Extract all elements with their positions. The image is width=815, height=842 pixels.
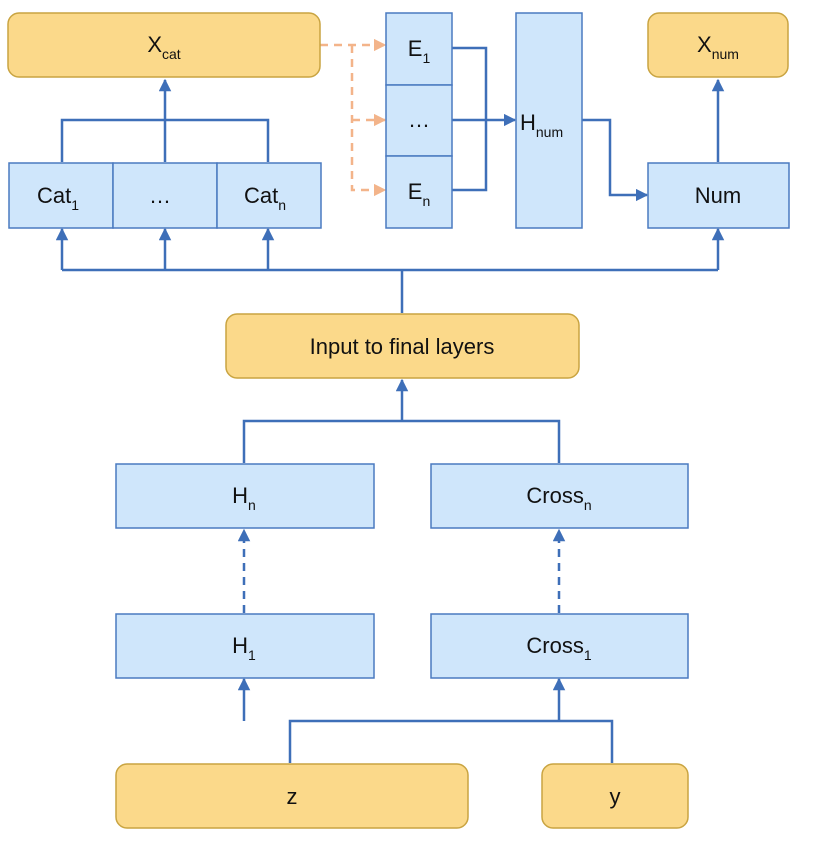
x-cat-label: X <box>147 32 162 57</box>
svg-text:Catn: Catn <box>244 183 286 213</box>
e1-label: E <box>408 36 423 61</box>
svg-text:Xcat: Xcat <box>147 32 180 62</box>
crossn-subscript: n <box>584 497 592 513</box>
svg-text:H1: H1 <box>232 633 256 663</box>
svg-text:Hn: Hn <box>232 483 256 513</box>
node-h-num: Hnum <box>515 12 583 229</box>
node-crossn: Crossn <box>430 463 689 529</box>
h-num-label: H <box>520 110 536 135</box>
xcat-to-emid-arrow <box>350 45 387 197</box>
z-label: z <box>287 784 298 809</box>
catn-subscript: n <box>278 197 286 213</box>
node-catn: Catn <box>216 162 322 229</box>
node-x-cat: Xcat <box>7 12 321 78</box>
svg-text:Hnum: Hnum <box>520 110 563 140</box>
h1-label: H <box>232 633 248 658</box>
h-num-subscript: num <box>536 124 563 140</box>
e-mid-label: … <box>408 107 430 132</box>
cat1-subscript: 1 <box>71 197 79 213</box>
zy-bus <box>288 719 614 763</box>
y-label: y <box>610 784 621 809</box>
node-cross1: Cross1 <box>430 613 689 679</box>
node-num: Num <box>647 162 790 229</box>
hnum-to-num-arrow <box>582 118 649 202</box>
node-e1: E1 <box>385 12 453 86</box>
en-subscript: n <box>422 193 430 209</box>
x-num-label: X <box>697 32 712 57</box>
e1-subscript: 1 <box>422 50 430 66</box>
node-e-mid: … <box>385 84 453 157</box>
svg-text:Crossn: Crossn <box>526 483 591 513</box>
node-x-num: Xnum <box>647 12 789 78</box>
num-label: Num <box>695 183 741 208</box>
x-cat-subscript: cat <box>162 46 181 62</box>
crossn-label: Cross <box>526 483 583 508</box>
node-y: y <box>541 763 689 829</box>
node-hn: Hn <box>115 463 375 529</box>
x-num-subscript: num <box>712 46 739 62</box>
hn-label: H <box>232 483 248 508</box>
node-cat-mid: … <box>112 162 218 229</box>
svg-text:E1: E1 <box>408 36 431 66</box>
node-cat1: Cat1 <box>8 162 114 229</box>
cross1-label: Cross <box>526 633 583 658</box>
cross1-subscript: 1 <box>584 647 592 663</box>
node-en: En <box>385 155 453 229</box>
connectors <box>55 38 725 763</box>
node-h1: H1 <box>115 613 375 679</box>
node-input-final-layers: Input to final layers <box>225 313 580 379</box>
cat1-label: Cat <box>37 183 71 208</box>
distribution-bus <box>62 268 718 313</box>
hn-crossn-bracket <box>242 419 561 463</box>
h1-subscript: 1 <box>248 647 256 663</box>
svg-text:Xnum: Xnum <box>697 32 739 62</box>
cat-mid-label: … <box>149 183 171 208</box>
svg-text:Cross1: Cross1 <box>526 633 591 663</box>
hn-subscript: n <box>248 497 256 513</box>
node-z: z <box>115 763 469 829</box>
catn-label: Cat <box>244 183 278 208</box>
svg-text:En: En <box>408 179 430 209</box>
en-label: E <box>408 179 423 204</box>
svg-text:Cat1: Cat1 <box>37 183 79 213</box>
input-final-label: Input to final layers <box>310 334 495 359</box>
